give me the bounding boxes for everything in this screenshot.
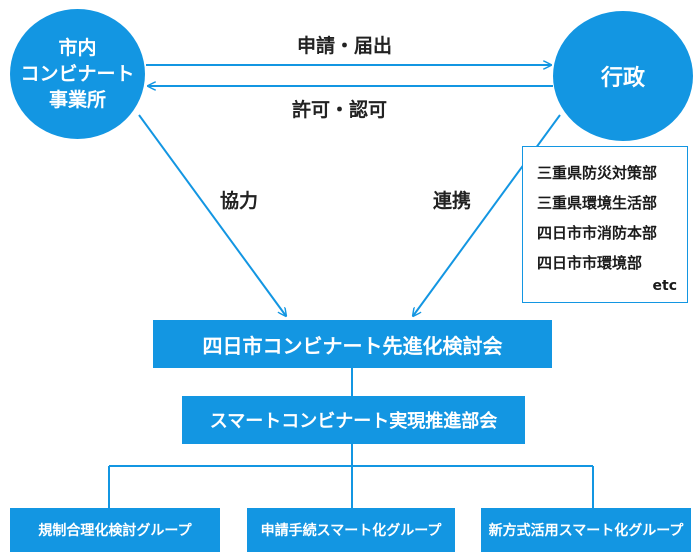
department-item: 四日市市消防本部 (537, 224, 658, 242)
department-item: 三重県環境生活部 (537, 194, 658, 212)
government-node: 行政 (553, 11, 693, 141)
cooperation-label: 協力 (220, 190, 259, 212)
group-box-new-method: 新方式活用スマート化グループ (481, 508, 691, 552)
group-box-regulation: 規制合理化検討グループ (10, 508, 220, 552)
companies-label-line2: コンビナート (20, 63, 135, 85)
council-box: 四日市コンビナート先進化検討会 (153, 320, 552, 368)
apply-label: 申請・届出 (297, 35, 393, 57)
department-item: 三重県防災対策部 (537, 164, 658, 182)
department-list: 三重県防災対策部 三重県環境生活部 四日市市消防本部 四日市市環境部 etc (522, 146, 688, 303)
department-item: 四日市市環境部 (537, 254, 643, 272)
subcommittee-label: スマートコンビナート実現推進部会 (209, 411, 498, 432)
council-label: 四日市コンビナート先進化検討会 (202, 333, 503, 358)
arrow-cooperation (138, 114, 286, 316)
companies-label-line3: 事業所 (48, 89, 106, 111)
group-label: 申請手続スマート化グループ (260, 523, 442, 539)
department-etc: etc (652, 278, 678, 294)
group-label: 新方式活用スマート化グループ (488, 523, 684, 539)
permit-label: 許可・認可 (292, 99, 388, 121)
government-label: 行政 (600, 66, 645, 91)
linkage-label: 連携 (433, 190, 472, 212)
companies-node: 市内 コンビナート 事業所 (10, 9, 145, 139)
group-box-application: 申請手続スマート化グループ (247, 508, 455, 552)
group-label: 規制合理化検討グループ (38, 523, 192, 539)
companies-label-line1: 市内 (58, 37, 97, 59)
subcommittee-box: スマートコンビナート実現推進部会 (182, 396, 525, 444)
